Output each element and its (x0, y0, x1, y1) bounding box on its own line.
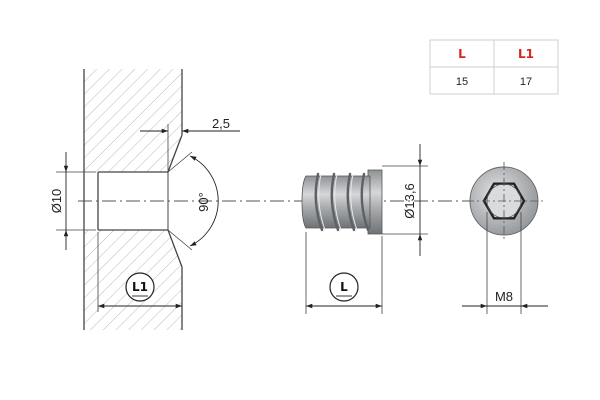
table-header-l1: L1 (518, 47, 534, 61)
dimension-insert-length: L (305, 232, 383, 314)
hole-length-label: L1 (132, 280, 148, 294)
dimension-hole-length: L1 (97, 232, 183, 312)
insert-diameter-label: Ø13,6 (402, 183, 417, 218)
dimension-countersink-depth: 2,5 (140, 116, 240, 172)
dimension-hole-diameter: Ø10 (49, 152, 96, 250)
dimension-insert-diameter: Ø13,6 (382, 144, 428, 256)
hole-diameter-label: Ø10 (49, 189, 64, 214)
dimension-table: L L1 15 17 (429, 39, 559, 95)
dimension-countersink-angle: 90° (167, 151, 219, 251)
table-header-l: L (458, 47, 466, 61)
threaded-insert (301, 169, 383, 235)
table-cell-l1: 17 (520, 76, 532, 88)
thread-label: M8 (495, 289, 513, 304)
workpiece-section (83, 69, 183, 330)
dimension-thread: M8 (462, 212, 548, 314)
countersink-angle-label: 90° (196, 192, 211, 212)
insert-length-label: L (340, 280, 348, 294)
countersink-depth-label: 2,5 (212, 116, 230, 131)
insert-end-view (466, 162, 546, 240)
table-cell-l: 15 (456, 76, 468, 88)
